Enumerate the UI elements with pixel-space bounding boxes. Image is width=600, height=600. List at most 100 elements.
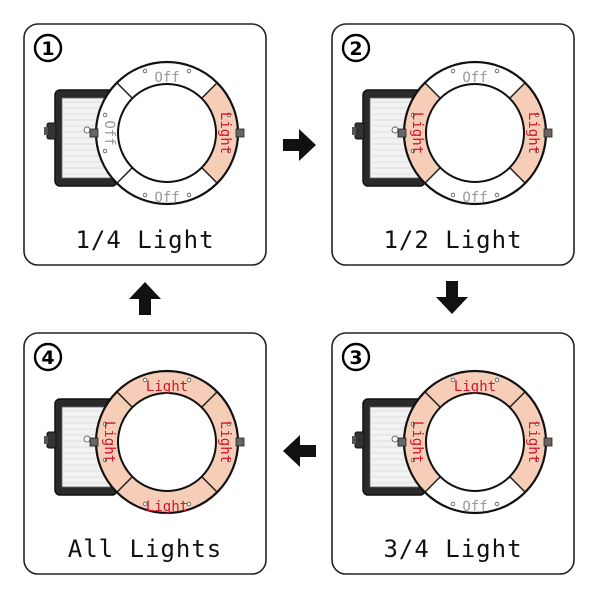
ring-screw (102, 112, 108, 118)
ring-screw (410, 112, 416, 118)
arrow-4-to-1 (129, 282, 161, 315)
ring-screw (410, 457, 416, 463)
ring-screw (450, 501, 456, 507)
focus-knob (354, 122, 365, 140)
step-number-badge: 2 (341, 33, 371, 63)
arrow-2-to-3 (436, 281, 468, 314)
arrow-3-to-4 (283, 435, 316, 467)
camera-screw (83, 126, 91, 134)
ring-screw (226, 457, 232, 463)
step-number: 2 (349, 38, 362, 60)
ring-screw (142, 501, 148, 507)
camera-screw (391, 435, 399, 443)
ring-screw (186, 501, 192, 507)
ring-screw (142, 377, 148, 383)
ring-screw (186, 377, 192, 383)
arrow-shape (283, 129, 316, 161)
ring-screw (450, 192, 456, 198)
ring-connector (235, 128, 245, 138)
ring-connector (543, 128, 553, 138)
step-number-badge: 4 (33, 342, 63, 372)
ring-screw (102, 148, 108, 154)
ring-connector (89, 128, 99, 138)
arrow-1-to-2 (283, 129, 316, 161)
ring-connector (543, 437, 553, 447)
segment-label-top: Light (454, 379, 496, 395)
step-caption: 1/4 Light (75, 226, 214, 254)
ring-inner-edge (425, 392, 525, 492)
ring-connector (235, 437, 245, 447)
segment-label-bottom: Off (462, 499, 487, 515)
segment-label-left: Light (101, 421, 117, 463)
segment-label-bottom: Light (146, 499, 188, 515)
ring-screw (142, 192, 148, 198)
ring-connector (397, 128, 407, 138)
ring-screw (186, 68, 192, 74)
segment-label-top: Light (146, 379, 188, 395)
segment-label-bottom: Off (462, 190, 487, 206)
segment-label-left: Off (101, 120, 117, 145)
step-number: 3 (349, 347, 362, 369)
segment-label-top: Off (462, 70, 487, 86)
ring-screw (494, 377, 500, 383)
step-number-circle (33, 342, 63, 372)
ring-connector (397, 437, 407, 447)
ring-inner-edge (425, 83, 525, 183)
ring-screw (494, 192, 500, 198)
ring-inner-edge (117, 83, 217, 183)
segment-label-right: Light (217, 421, 233, 463)
ring-screw (102, 457, 108, 463)
camera-screw (391, 126, 399, 134)
ring-connector (89, 437, 99, 447)
arrow-shape (283, 435, 316, 467)
ring-screw (494, 68, 500, 74)
ring-screw (534, 457, 540, 463)
ring-screw (450, 68, 456, 74)
segment-label-left: Light (409, 112, 425, 154)
focus-knob (46, 431, 57, 449)
step-caption: 3/4 Light (383, 535, 522, 563)
segment-label-right: Light (217, 112, 233, 154)
step-number-circle (341, 33, 371, 63)
step-number-badge: 3 (341, 342, 371, 372)
step-caption: All Lights (68, 535, 223, 563)
ring-screw (450, 377, 456, 383)
focus-knob (46, 122, 57, 140)
step-number: 4 (41, 347, 54, 369)
ring-screw (494, 501, 500, 507)
ring-screw (186, 192, 192, 198)
ring-screw (102, 421, 108, 427)
step-number-circle (33, 33, 63, 63)
segment-label-left: Light (409, 421, 425, 463)
segment-label-right: Light (525, 421, 541, 463)
ring-inner-edge (117, 392, 217, 492)
ring-screw (534, 421, 540, 427)
focus-knob (354, 431, 365, 449)
ring-screw (410, 148, 416, 154)
ring-screw (226, 421, 232, 427)
step-number-badge: 1 (33, 33, 63, 63)
segment-label-bottom: Off (154, 190, 179, 206)
ring-screw (226, 112, 232, 118)
step-caption: 1/2 Light (383, 226, 522, 254)
step-number-circle (341, 342, 371, 372)
segment-label-right: Light (525, 112, 541, 154)
camera-screw (83, 435, 91, 443)
ring-screw (142, 68, 148, 74)
segment-label-top: Off (154, 70, 179, 86)
step-number: 1 (41, 38, 54, 60)
arrow-shape (129, 282, 161, 315)
ring-screw (226, 148, 232, 154)
ring-screw (534, 112, 540, 118)
ring-screw (534, 148, 540, 154)
ring-screw (410, 421, 416, 427)
